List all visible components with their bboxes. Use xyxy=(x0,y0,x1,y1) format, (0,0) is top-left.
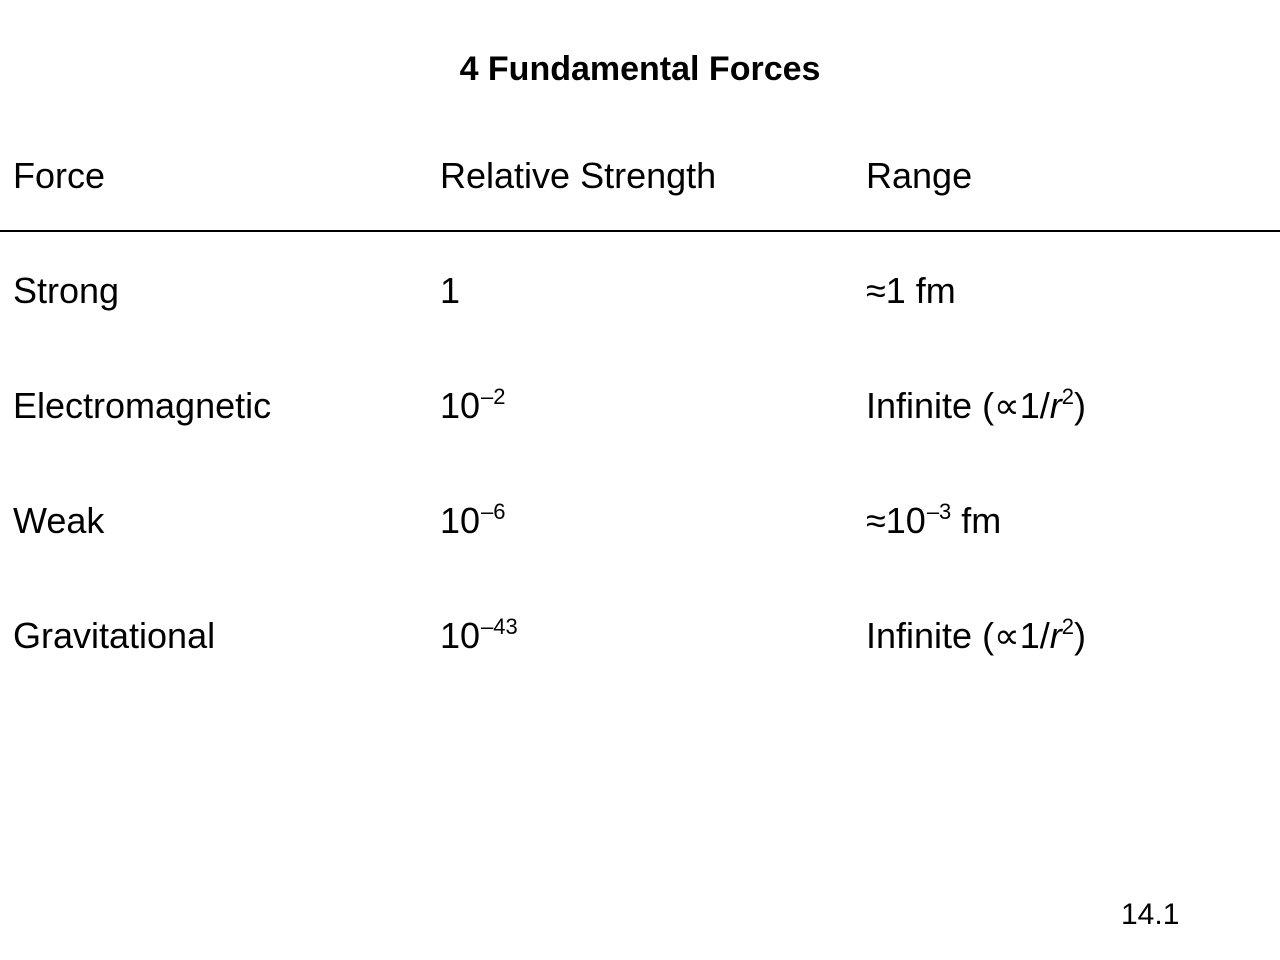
page-number: 14.1 xyxy=(1121,898,1180,931)
header-relative-strength: Relative Strength xyxy=(440,155,717,196)
row-strong-strength: 1 xyxy=(440,270,461,311)
slide-title: 4 Fundamental Forces xyxy=(459,50,821,88)
header-range: Range xyxy=(866,155,973,196)
row-electromagnetic-range: Infinite (∝1/r2) xyxy=(866,384,1087,426)
row-electromagnetic-force: Electromagnetic xyxy=(13,385,272,426)
row-gravitational-force: Gravitational xyxy=(13,615,216,656)
row-strong-force: Strong xyxy=(13,270,120,311)
header-force: Force xyxy=(13,155,106,196)
row-weak-force: Weak xyxy=(13,500,105,541)
row-gravitational-strength: 10–43 xyxy=(440,614,518,656)
header-divider xyxy=(0,230,1280,232)
row-weak-range: ≈10–3 fm xyxy=(866,499,1002,541)
row-electromagnetic-strength: 10–2 xyxy=(440,384,506,426)
row-weak-strength: 10–6 xyxy=(440,499,506,541)
row-strong-range: ≈1 fm xyxy=(866,270,956,311)
row-gravitational-range: Infinite (∝1/r2) xyxy=(866,614,1087,656)
